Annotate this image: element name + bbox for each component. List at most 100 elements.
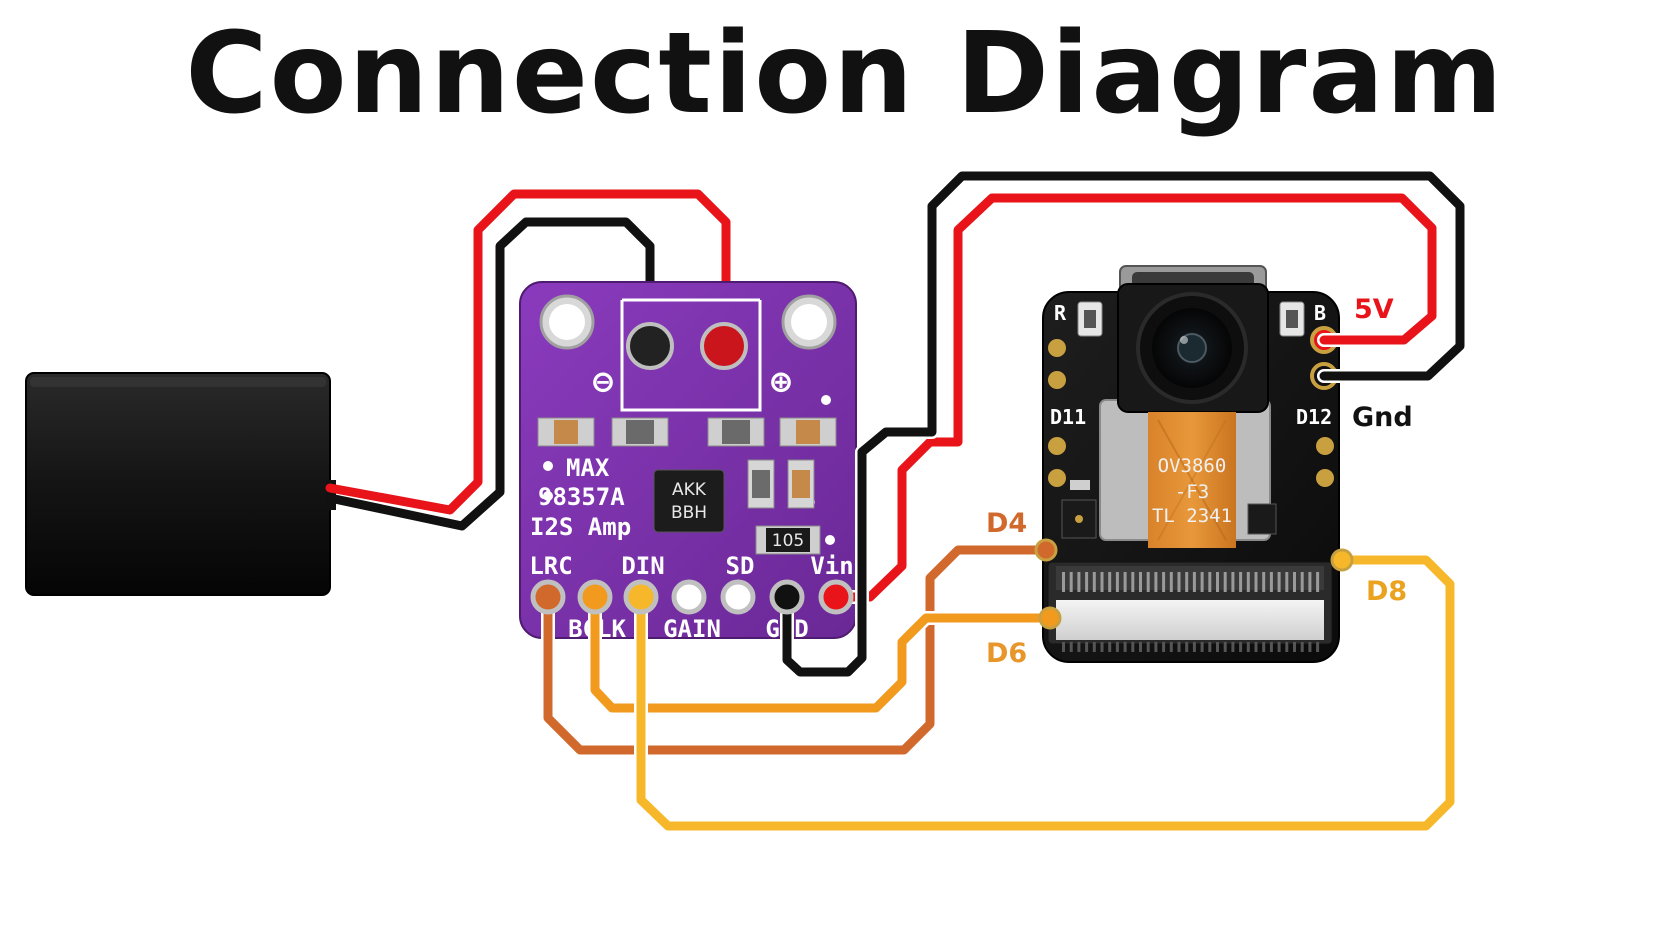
fpc-pin [1277, 572, 1281, 592]
fpc-pin [1069, 572, 1073, 592]
fpc-pin-bottom [1239, 642, 1243, 652]
fpc-pin [1308, 572, 1312, 592]
pad-lrc[interactable] [530, 579, 566, 615]
fpc-pin [1177, 572, 1181, 592]
fpc-pin [1077, 572, 1081, 592]
camera-d8-pad[interactable] [1330, 548, 1354, 572]
fpc-pin [1185, 572, 1189, 592]
battery-black-wire [325, 217, 655, 531]
camera-label-r: R [1054, 301, 1067, 325]
fpc-pin-bottom [1069, 642, 1073, 652]
speaker-plus-pad[interactable] [700, 322, 748, 370]
fpc-pin-bottom [1108, 642, 1112, 652]
fpc-pin [1162, 572, 1166, 592]
fpc-pin-bottom [1277, 642, 1281, 652]
fpc-pin [1254, 572, 1258, 592]
amp-chip-line2: BBH [671, 503, 707, 523]
camera-d4-pad[interactable] [1034, 538, 1058, 562]
page-title: Connection Diagram [185, 9, 1504, 139]
wire-din-d8 [636, 555, 1455, 831]
fpc-pin-bottom [1154, 642, 1158, 652]
camera-fpc-connector [1047, 561, 1333, 652]
camera-d6-pad[interactable] [1038, 606, 1062, 630]
fpc-pin [1216, 572, 1219, 592]
fpc-pin-bottom [1316, 642, 1320, 652]
pin-label-sd: SD [726, 552, 755, 580]
fpc-pin [1223, 572, 1227, 592]
label-d8: D8 [1366, 576, 1407, 607]
fpc-pin-bottom [1285, 642, 1289, 652]
label-d6: D6 [986, 638, 1027, 669]
fpc-pin [1139, 572, 1142, 592]
sensor-line2: -F3 [1175, 481, 1209, 503]
fpc-pin-bottom [1254, 642, 1258, 652]
fpc-pin [1154, 572, 1158, 592]
fpc-pin-bottom [1192, 642, 1196, 652]
fpc-pin [1115, 572, 1119, 592]
fpc-pin-bottom [1115, 642, 1119, 652]
fpc-pin-bottom [1085, 642, 1089, 652]
pad-sd[interactable] [720, 579, 756, 615]
camera-flex-cable: OV3860 -F3 TL 2341 [1148, 412, 1236, 548]
camera-board: R B D11 D12 OV3860 -F3 T [1042, 265, 1340, 663]
fpc-pin [1200, 572, 1204, 592]
fpc-pin [1085, 572, 1089, 592]
fpc-pin-bottom [1077, 642, 1081, 652]
pad-vin[interactable] [818, 579, 854, 615]
fpc-pin [1192, 572, 1196, 592]
fpc-pin [1100, 572, 1104, 592]
pad-gnd[interactable] [769, 579, 805, 615]
fpc-pin-bottom [1293, 642, 1296, 652]
fpc-pin-bottom [1062, 642, 1065, 652]
fpc-pin [1062, 572, 1065, 592]
pin-label-vin: Vin [810, 552, 853, 580]
fpc-pin [1092, 572, 1096, 592]
amp-silk-line2: 98357A [538, 483, 625, 511]
fpc-pin [1131, 572, 1135, 592]
fpc-pin [1239, 572, 1243, 592]
wire-lrc-d4 [543, 545, 1051, 755]
pad-din[interactable] [623, 579, 659, 615]
fpc-pin-bottom [1169, 642, 1173, 652]
minus-symbol: ⊖ [593, 362, 614, 402]
amp-silk-line1: MAX [566, 454, 610, 482]
pin-label-din: DIN [621, 552, 664, 580]
pin-label-lrc: LRC [529, 552, 572, 580]
fpc-pin-bottom [1200, 642, 1204, 652]
label-gnd: Gnd [1352, 402, 1413, 433]
pin-label-gain: GAIN [663, 615, 721, 643]
fpc-pin [1269, 572, 1273, 592]
fpc-pin-bottom [1100, 642, 1104, 652]
amp-capacitors [537, 417, 837, 447]
fpc-pin [1246, 572, 1250, 592]
fpc-pin-bottom [1231, 642, 1235, 652]
fpc-pin-bottom [1146, 642, 1150, 652]
battery-red-wire [325, 189, 731, 515]
fpc-pin-bottom [1131, 642, 1135, 652]
fpc-pin [1285, 572, 1289, 592]
fpc-pin-bottom [1269, 642, 1273, 652]
amp-chip-line1: AKK [672, 480, 707, 500]
battery-pack [25, 372, 336, 596]
fpc-pin [1208, 572, 1212, 592]
wire-vin-5v [831, 193, 1437, 602]
pad-gain[interactable] [671, 579, 707, 615]
amp-chip: AKK BBH [653, 469, 725, 533]
fpc-pin-bottom [1139, 642, 1142, 652]
plus-symbol: ⊕ [771, 362, 792, 402]
speaker-minus-pad[interactable] [626, 322, 674, 370]
sensor-line1: OV3860 [1158, 455, 1227, 477]
fpc-pin-bottom [1216, 642, 1219, 652]
fpc-pin [1123, 572, 1127, 592]
fpc-pin [1231, 572, 1235, 592]
amp-pin-pads [530, 579, 854, 615]
fpc-pin-bottom [1092, 642, 1096, 652]
fpc-pin-bottom [1308, 642, 1312, 652]
pad-bclk[interactable] [577, 579, 613, 615]
amp-resistor-code: 105 [772, 531, 804, 551]
amp-resistor: 105 [755, 525, 821, 555]
fpc-pin [1316, 572, 1320, 592]
sensor-line3: TL 2341 [1152, 505, 1232, 527]
fpc-pin-bottom [1177, 642, 1181, 652]
signal-wires [541, 169, 1467, 833]
